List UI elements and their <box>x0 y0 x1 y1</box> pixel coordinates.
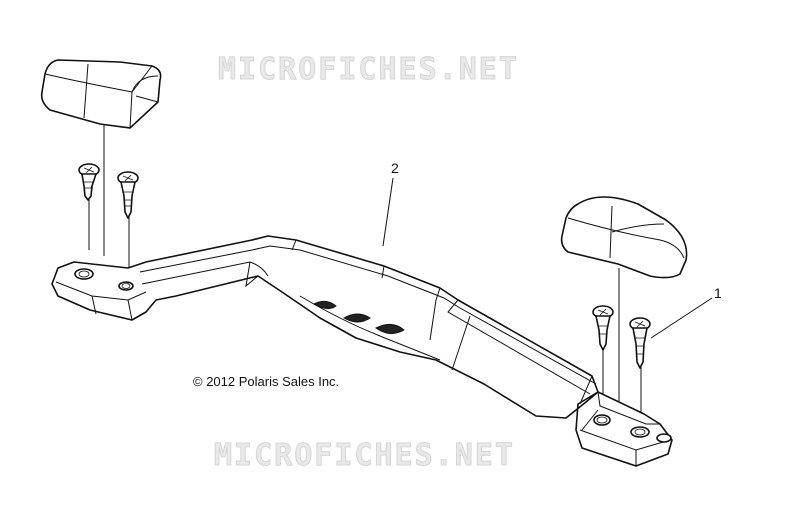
callout-2: 2 <box>391 160 399 176</box>
left-end-cap <box>40 59 162 129</box>
screw-left-2 <box>117 171 139 219</box>
watermark-bottom: MICROFICHES.NET <box>214 438 515 474</box>
watermark-top: MICROFICHES.NET <box>218 52 519 88</box>
handle-bar <box>51 235 673 467</box>
screw-right-1 <box>592 305 614 351</box>
callout-1: 1 <box>714 285 722 301</box>
right-end-cap <box>560 196 688 279</box>
screw-right-2 <box>629 317 651 369</box>
screw-left-1 <box>78 163 100 201</box>
copyright-notice: © 2012 Polaris Sales Inc. <box>193 374 340 389</box>
